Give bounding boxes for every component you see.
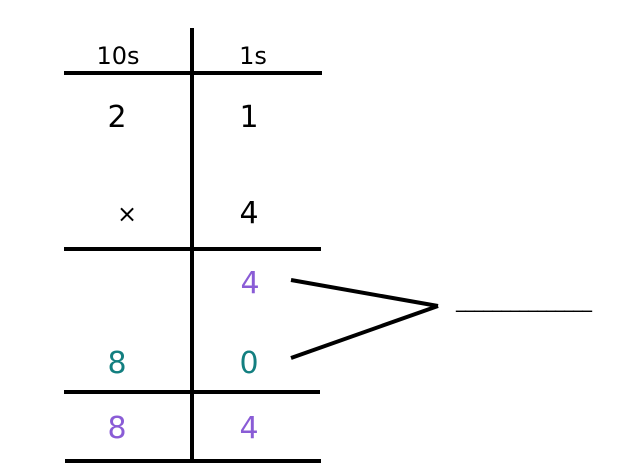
multiplicand-tens: 2 bbox=[107, 100, 127, 135]
result-tens: 8 bbox=[107, 411, 127, 446]
header-rule bbox=[64, 71, 322, 75]
result-rule bbox=[65, 459, 321, 463]
ones-column-header: 1s bbox=[239, 42, 267, 70]
tens-column-header: 10s bbox=[96, 42, 140, 70]
partial-products-rule bbox=[64, 390, 320, 394]
multiplicand-ones: 1 bbox=[239, 100, 259, 135]
multiplication-sign: × bbox=[116, 200, 138, 228]
multiplier-rule bbox=[64, 247, 321, 251]
partial-product-1-ones: 4 bbox=[240, 266, 260, 301]
answer-blank[interactable]: _______________ bbox=[456, 288, 592, 312]
multiplier-ones: 4 bbox=[239, 196, 259, 231]
column-divider bbox=[190, 28, 194, 462]
partial-product-2-tens: 8 bbox=[107, 346, 127, 381]
result-ones: 4 bbox=[239, 411, 259, 446]
partial-product-2-ones: 0 bbox=[239, 346, 259, 381]
